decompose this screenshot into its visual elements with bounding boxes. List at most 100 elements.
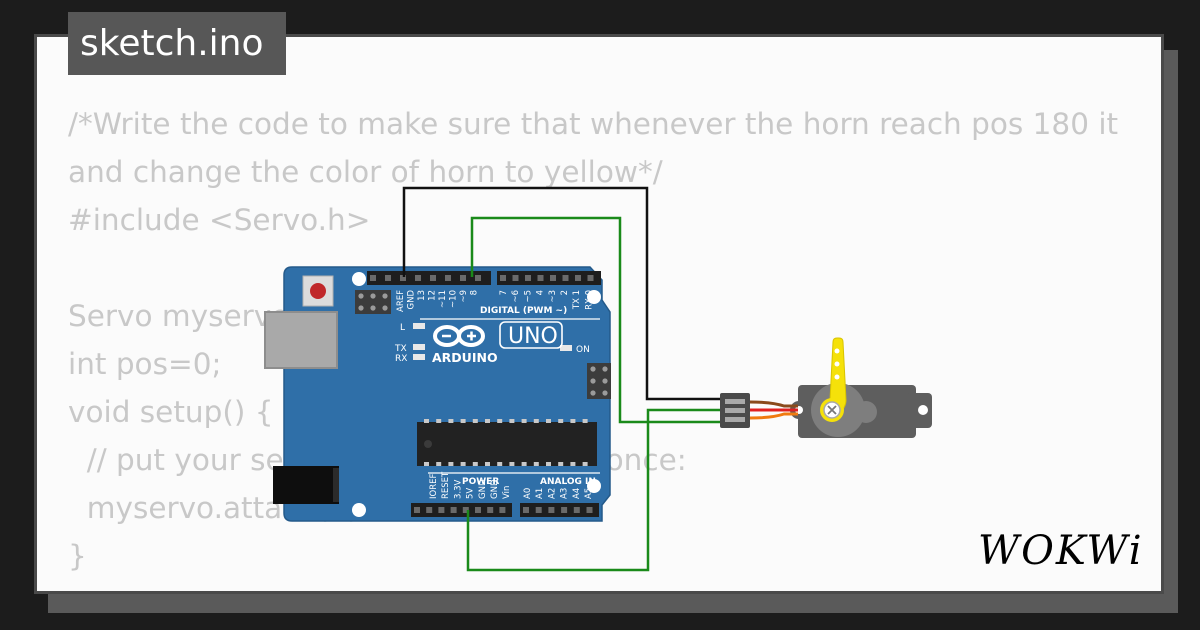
- wire-gnd[interactable]: [402, 186, 720, 401]
- led-on: ON: [560, 345, 590, 355]
- header-pin[interactable]: [537, 275, 544, 281]
- header-pin[interactable]: [487, 507, 494, 513]
- mounting-hole: [587, 479, 601, 493]
- pin-label: 7: [499, 290, 509, 295]
- header-pin[interactable]: [562, 275, 569, 281]
- servo-motor[interactable]: [720, 337, 932, 438]
- header-pin[interactable]: [499, 507, 506, 513]
- pin-label: A2: [547, 488, 557, 499]
- icsp-header-top: [355, 290, 391, 314]
- digital-header-left[interactable]: [367, 271, 491, 285]
- pin-label: 3.3V: [453, 479, 463, 499]
- header-pin[interactable]: [575, 275, 581, 281]
- header-pin[interactable]: [561, 507, 568, 513]
- header-pin[interactable]: [370, 275, 376, 281]
- chip-leg: [582, 462, 588, 466]
- chip-leg: [424, 462, 429, 466]
- pin-label: GND: [490, 479, 500, 499]
- reset-button[interactable]: [302, 275, 334, 307]
- pin-label: TX 1: [572, 290, 582, 310]
- pin-label: 2: [560, 290, 570, 295]
- header-pin[interactable]: [415, 275, 421, 281]
- chip-leg: [546, 462, 551, 466]
- pin-label: ~11: [438, 290, 448, 308]
- icsp-header-right: [587, 363, 611, 399]
- chip-leg: [570, 419, 576, 423]
- pin-label: GND: [407, 290, 417, 310]
- svg-text:ON: ON: [576, 345, 590, 355]
- wire-power-5v[interactable]: [466, 408, 720, 572]
- header-pin[interactable]: [460, 275, 466, 281]
- header-pin[interactable]: [475, 275, 481, 281]
- servo-lead-signal: [749, 412, 798, 420]
- code-line: and change the color of horn to yellow*/: [68, 155, 663, 189]
- header-pin[interactable]: [573, 507, 580, 513]
- wire-signal-pin9[interactable]: [470, 216, 720, 424]
- chip-leg: [472, 462, 478, 466]
- chip-leg: [485, 419, 490, 423]
- file-tab[interactable]: sketch.ino: [68, 12, 286, 75]
- chip-leg: [509, 462, 515, 466]
- pin-label: IOREF: [429, 474, 439, 499]
- code-line: int pos=0;: [68, 347, 222, 381]
- header-pin[interactable]: [430, 275, 436, 281]
- pin-label: 4: [536, 290, 546, 295]
- chip-leg: [533, 419, 539, 423]
- pin-label: ~3: [548, 290, 558, 303]
- svg-text:L: L: [400, 323, 405, 333]
- power-header-label: POWER: [462, 477, 499, 487]
- servo-horn[interactable]: [820, 337, 847, 422]
- analog-header[interactable]: [520, 503, 599, 517]
- pin-label: RESET: [441, 471, 451, 499]
- header-pin[interactable]: [400, 275, 406, 281]
- header-pin[interactable]: [525, 275, 531, 281]
- pin-label: AREF: [396, 290, 406, 312]
- pin-label: 8: [470, 290, 480, 295]
- led-rx: RX: [395, 354, 425, 364]
- chip-leg: [509, 419, 515, 423]
- header-pin[interactable]: [500, 275, 506, 281]
- header-pin[interactable]: [587, 275, 594, 281]
- header-pin[interactable]: [426, 507, 433, 513]
- header-pin[interactable]: [475, 507, 481, 513]
- uno-badge: [499, 321, 563, 349]
- header-pin[interactable]: [445, 275, 451, 281]
- pin-label: 12: [428, 290, 438, 301]
- header-pin[interactable]: [414, 507, 420, 513]
- pin-label: A1: [535, 488, 545, 499]
- chip-leg: [448, 462, 454, 466]
- header-pin[interactable]: [385, 275, 391, 281]
- chip-leg: [570, 462, 576, 466]
- chip-leg: [533, 462, 539, 466]
- chip-leg: [546, 419, 551, 423]
- header-pin[interactable]: [462, 507, 469, 513]
- code-line: #include <Servo.h>: [68, 203, 371, 237]
- mounting-hole: [587, 290, 601, 304]
- servo-lead-ground: [749, 400, 798, 408]
- header-pin[interactable]: [535, 507, 542, 513]
- pin-label: ~9: [459, 290, 469, 303]
- chip-leg: [485, 462, 490, 466]
- pin-label: A3: [560, 488, 570, 499]
- header-pin[interactable]: [548, 507, 555, 513]
- header-pin[interactable]: [550, 275, 556, 281]
- pin-label: ~10: [449, 290, 459, 308]
- header-pin[interactable]: [438, 507, 445, 513]
- chip-leg: [448, 419, 454, 423]
- header-pin[interactable]: [586, 507, 593, 513]
- chip-leg: [521, 419, 527, 423]
- pin-label: A4: [572, 488, 582, 499]
- header-pin[interactable]: [512, 275, 519, 281]
- digital-header-right[interactable]: [497, 271, 601, 285]
- pin-label: 5V: [466, 488, 476, 499]
- header-pin[interactable]: [450, 507, 457, 513]
- model-label: UNO: [508, 324, 558, 349]
- chip-leg: [472, 419, 478, 423]
- chip-leg: [497, 462, 503, 466]
- header-pin[interactable]: [523, 507, 529, 513]
- pin-label: Vin: [502, 486, 512, 499]
- power-header[interactable]: [411, 503, 512, 517]
- microcontroller-chip: [417, 419, 597, 466]
